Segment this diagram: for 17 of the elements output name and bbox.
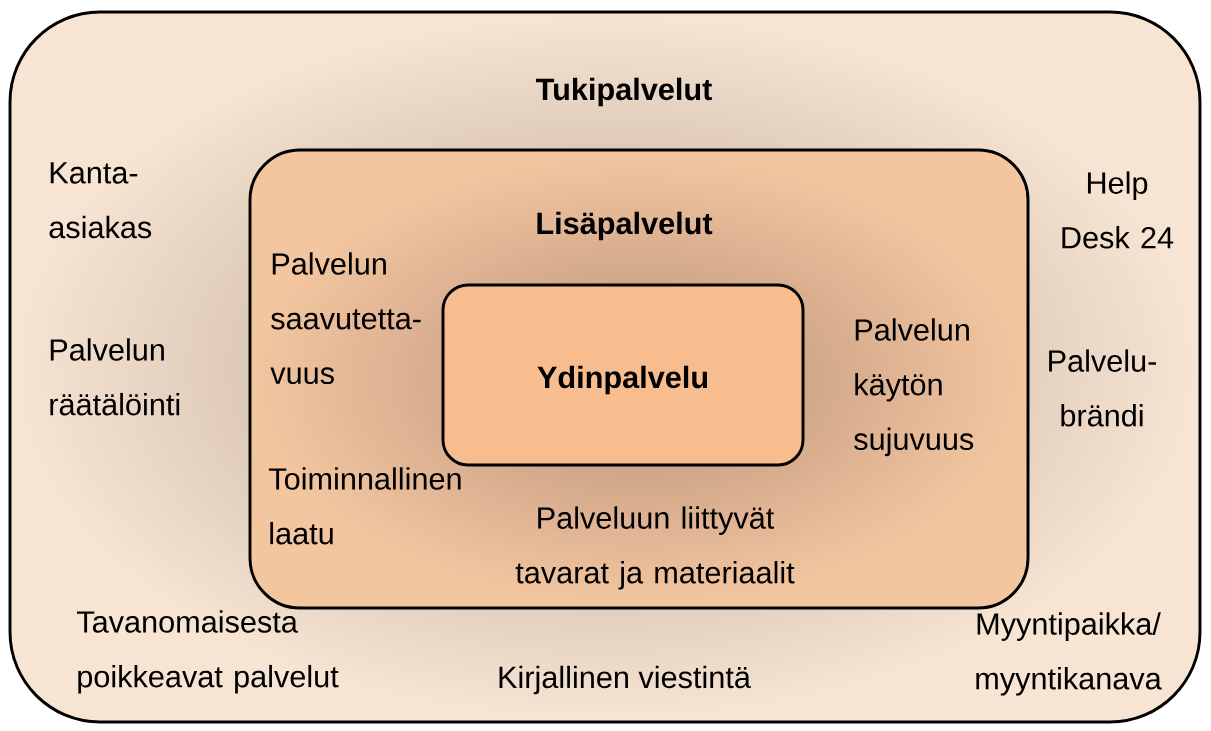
service-label: Tavanomaisesta poikkeavat palvelut xyxy=(76,610,339,694)
service-label: Kanta- asiakas xyxy=(49,162,152,239)
service-label: Palvelun käytön sujuvuus xyxy=(854,318,974,457)
middle-rounded-box xyxy=(248,148,1030,610)
inner-rounded-box xyxy=(441,283,805,467)
outer-rounded-box xyxy=(8,10,1202,724)
service-label: Palvelun räätälöinti xyxy=(50,338,180,416)
service-label: Palvelu- brändi xyxy=(1049,349,1156,427)
heading: Tukipalvelut xyxy=(536,77,712,107)
service-label: Palveluun liittyvät tavarat ja materiaalit xyxy=(515,506,795,590)
service-label: Myyntipaikka/ myyntikanava xyxy=(976,612,1162,696)
service-label: Toiminnallinen laatu xyxy=(268,467,461,545)
service-label: Help Desk 24 xyxy=(1062,171,1174,249)
heading: Lisäpalvelut xyxy=(537,211,713,241)
service-label: Kirjallinen viestintä xyxy=(499,665,751,695)
heading: Ydinpalvelu xyxy=(537,365,708,395)
service-label: Palvelun saavutetta- vuus xyxy=(270,252,421,385)
